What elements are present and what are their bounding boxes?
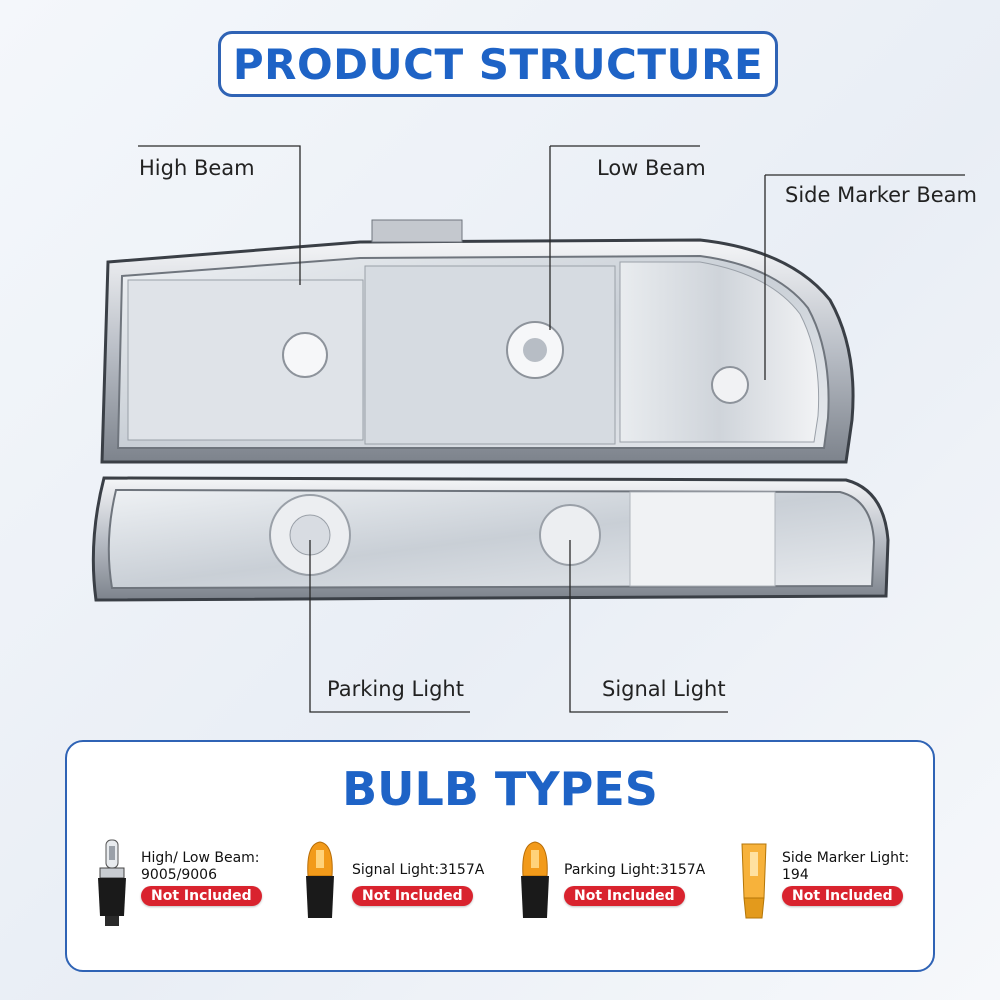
bulb-types-panel <box>65 740 935 972</box>
bulb-1-spec: 9005/9006 <box>141 867 217 883</box>
bulb-4-status-badge: Not Included <box>782 886 903 906</box>
bulb-4-spec: 194 <box>782 867 809 883</box>
headlight-illustration <box>91 145 965 713</box>
callout-parking-light: Parking Light <box>327 677 464 701</box>
bulb-2-label: Signal Light:3157A <box>352 862 485 878</box>
bulb-3-status-badge: Not Included <box>564 886 685 906</box>
bulb-1-status-badge: Not Included <box>141 886 262 906</box>
callout-lines <box>138 145 965 713</box>
bulb-3-label: Parking Light:3157A <box>564 862 706 878</box>
page-title: PRODUCT STRUCTURE <box>232 39 764 89</box>
amber-bulb-icon <box>306 841 334 918</box>
callout-side-marker-beam: Side Marker Beam <box>785 183 978 207</box>
parking-signal-unit <box>91 476 890 602</box>
callout-signal-light: Signal Light <box>602 677 726 701</box>
callout-low-beam: Low Beam <box>597 156 706 180</box>
title-box: PRODUCT STRUCTURE <box>218 31 778 97</box>
halogen-bulb-icon <box>98 839 126 926</box>
bulb-1-label: High/ Low Beam: <box>141 850 260 866</box>
bulb-types-title: BULB TYPES <box>342 762 658 816</box>
wedge-bulb-icon <box>741 843 767 919</box>
headlamp-unit <box>100 219 855 464</box>
bulb-2-status-badge: Not Included <box>352 886 473 906</box>
amber-bulb-icon <box>521 841 549 918</box>
callout-high-beam: High Beam <box>139 156 255 180</box>
bulb-4-label: Side Marker Light: <box>782 850 910 866</box>
